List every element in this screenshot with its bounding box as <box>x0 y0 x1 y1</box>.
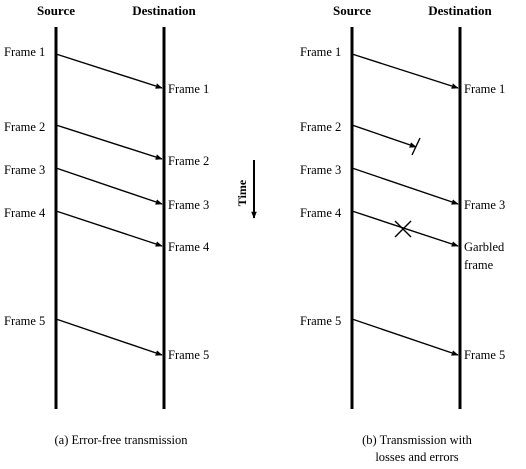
send-label-frame-5-b: Frame 5 <box>300 314 341 328</box>
send-label-frame-4-b: Frame 4 <box>300 206 342 220</box>
recv-label-frame-5-b: Frame 5 <box>464 348 505 362</box>
send-label-frame-2: Frame 2 <box>4 120 45 134</box>
destination-header-b: Destination <box>428 3 492 18</box>
arrow-frame-3-b <box>351 167 459 205</box>
time-label: Time <box>235 179 249 206</box>
recv-label-frame-2: Frame 2 <box>168 154 209 168</box>
recv-label-frame-1-b: Frame 1 <box>464 82 505 96</box>
arrow-frame-4-garbled <box>351 210 459 247</box>
recv-label-frame-5: Frame 5 <box>168 348 209 362</box>
recv-label-frame-4: Frame 4 <box>168 240 210 254</box>
lost-frame-stop-mark <box>411 137 421 156</box>
recv-label-frame-1: Frame 1 <box>168 82 209 96</box>
arrow-frame-5 <box>55 318 163 356</box>
arrow-frame-1-b <box>351 53 459 89</box>
send-label-frame-4: Frame 4 <box>4 206 46 220</box>
panel-error-free: Source Destination Frame 1 Frame 1 Frame… <box>4 3 210 447</box>
arrow-frame-1 <box>55 53 163 89</box>
destination-header: Destination <box>132 3 196 18</box>
source-header: Source <box>37 3 75 18</box>
send-label-frame-3: Frame 3 <box>4 163 45 177</box>
panel-losses-errors: Source Destination Frame 1 Frame 1 Frame… <box>300 3 505 464</box>
send-label-frame-5: Frame 5 <box>4 314 45 328</box>
arrow-frame-5-b <box>351 318 459 356</box>
recv-label-frame-3-b: Frame 3 <box>464 198 505 212</box>
caption-losses-line2: losses and errors <box>375 450 458 464</box>
recv-label-garbled-line2: frame <box>464 258 494 272</box>
arrow-frame-2 <box>55 124 163 160</box>
send-label-frame-3-b: Frame 3 <box>300 163 341 177</box>
send-label-frame-2-b: Frame 2 <box>300 120 341 134</box>
send-label-frame-1-b: Frame 1 <box>300 45 341 59</box>
caption-error-free: (a) Error-free transmission <box>54 433 188 447</box>
error-x-mark <box>394 220 412 238</box>
arrow-frame-4 <box>55 210 163 247</box>
recv-label-garbled-line1: Garbled <box>464 240 505 254</box>
source-header-b: Source <box>333 3 371 18</box>
time-indicator: Time <box>235 160 257 219</box>
arrow-frame-3 <box>55 167 163 205</box>
caption-losses-line1: (b) Transmission with <box>362 433 472 447</box>
recv-label-frame-3: Frame 3 <box>168 198 209 212</box>
send-label-frame-1: Frame 1 <box>4 45 45 59</box>
arrow-frame-2-lost <box>351 124 417 148</box>
